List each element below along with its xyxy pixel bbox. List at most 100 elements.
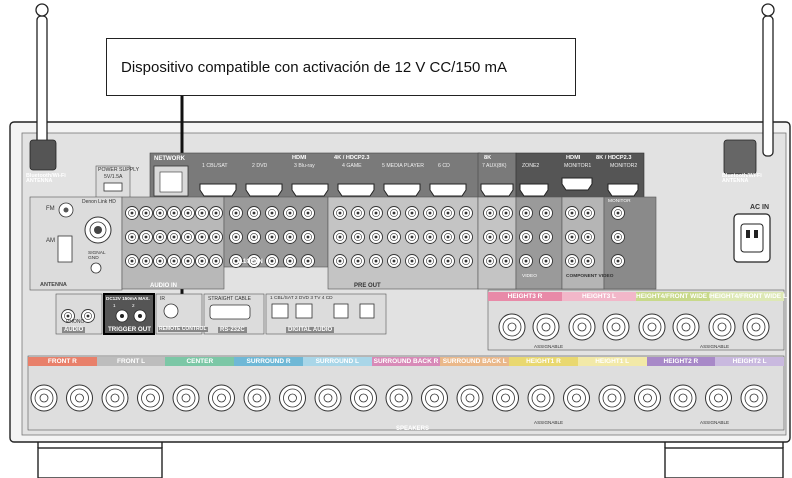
speaker-terminal — [740, 384, 768, 412]
speaker-terminal — [101, 384, 129, 412]
rca-jack — [283, 206, 297, 220]
rca-jack — [125, 254, 139, 268]
rca-jack — [499, 230, 513, 244]
antenna-right — [723, 3, 775, 175]
rca-jack — [333, 230, 347, 244]
speaker-terminal — [532, 313, 560, 341]
ir-label: IR — [160, 296, 165, 302]
rca-jack — [565, 230, 579, 244]
hdmi-monitor2: MONITOR2 — [610, 163, 638, 169]
digital-audio-label: DIGITAL AUDIO — [286, 327, 335, 333]
rca-jack — [181, 254, 195, 268]
rca-jack — [125, 230, 139, 244]
remote-control-label: REMOTE CONTROL — [158, 326, 208, 332]
rca-jack — [423, 230, 437, 244]
speaker-channel-label: HEIGHT1 L — [577, 357, 647, 366]
rs232c-label: RS-232C — [218, 327, 247, 333]
rca-jack — [369, 206, 383, 220]
rca-jack — [229, 230, 243, 244]
rca-jack — [139, 230, 153, 244]
assignable-lower-1: ASSIGNABLE — [534, 420, 564, 425]
speaker-channel-text: FRONT R — [47, 358, 77, 365]
rca-jack — [539, 206, 553, 220]
trigger-num-2: 2 — [132, 303, 135, 308]
rca-jack — [483, 230, 497, 244]
rca-jack — [265, 206, 279, 220]
hdmi-input-6: 6 CD — [438, 163, 450, 169]
rca-jack — [369, 254, 383, 268]
rca-jack — [519, 230, 533, 244]
foot-left — [37, 447, 163, 478]
speaker-channel-label: HEIGHT3 L — [562, 292, 636, 301]
speaker-terminal — [243, 384, 271, 412]
rca-jack — [301, 254, 315, 268]
rca-jack — [387, 254, 401, 268]
speaker-terminal — [708, 313, 736, 341]
power-supply-label: POWER SUPPLY — [98, 167, 140, 173]
hdmi-input-3: 3 Blu-ray — [294, 163, 315, 169]
rca-jack — [181, 230, 195, 244]
rca-jack — [247, 230, 261, 244]
rca-jack — [139, 254, 153, 268]
rca-jack — [209, 254, 223, 268]
hdmi-out-header-extra: 8K / HDCP2.3 — [596, 155, 632, 161]
rca-jack — [565, 254, 579, 268]
rca-jack — [459, 254, 473, 268]
rca-jack — [611, 254, 625, 268]
speaker-terminal — [172, 384, 200, 412]
assignable-upper-2: ASSIGNABLE — [700, 344, 730, 349]
rca-jack — [247, 206, 261, 220]
audio-in-label: AUDIO IN — [150, 283, 177, 289]
rca-jack — [441, 230, 455, 244]
hdmi-8k-label: 8K — [484, 155, 492, 161]
antenna-left-label: Bluetooth/Wi-Fi ANTENNA — [26, 173, 66, 185]
speaker-terminal — [742, 313, 770, 341]
rca-jack — [265, 254, 279, 268]
rca-jack — [519, 254, 533, 268]
rca-jack — [153, 254, 167, 268]
speaker-channel-label: FRONT R — [28, 357, 97, 366]
hdmi-zone2: ZONE2 — [522, 163, 540, 169]
rca-jack — [387, 230, 401, 244]
antenna-left — [29, 3, 57, 171]
rca-jack — [483, 206, 497, 220]
rca-jack — [229, 206, 243, 220]
speakers-label: SPEAKERS — [396, 426, 430, 432]
rca-jack — [405, 206, 419, 220]
speaker-terminal — [638, 313, 666, 341]
speaker-channel-label: SURROUND BACK R — [371, 357, 441, 366]
rca-jack — [423, 206, 437, 220]
pre-out-label: PRE OUT — [354, 283, 381, 289]
speaker-terminal — [492, 384, 519, 412]
trigger-spec: DC12V 150mA MAX. — [106, 296, 150, 301]
assignable-upper-1: ASSIGNABLE — [534, 344, 564, 349]
rca-jack — [351, 206, 365, 220]
usb-port — [103, 182, 123, 192]
speaker-terminal — [350, 384, 377, 412]
denon-link-label: Denon Link HD — [82, 199, 116, 205]
hdmi-in-header: HDMI — [292, 155, 307, 161]
speaker-channel-text: HEIGHT4/FRONT WIDE L — [710, 293, 787, 300]
power-supply-sub: 5V/1.5A — [104, 174, 123, 180]
component-label: COMPONENT VIDEO — [566, 274, 614, 279]
rca-jack — [539, 230, 553, 244]
speaker-channel-text: SURROUND L — [315, 358, 359, 365]
assignable-lower-2: ASSIGNABLE — [700, 420, 730, 425]
phono-jack-r — [81, 309, 95, 323]
speaker-terminal — [30, 384, 58, 412]
rca-jack — [167, 206, 181, 220]
rs232c-sub: STRAIGHT CABLE — [208, 296, 251, 302]
rca-jack — [167, 254, 181, 268]
hdmi-monitor1: MONITOR1 — [564, 163, 592, 169]
speaker-terminal — [314, 384, 342, 412]
speaker-channel-label: SURROUND BACK L — [440, 357, 510, 366]
signal-gnd-label: SIGNAL GND — [88, 251, 106, 261]
rca-jack — [301, 230, 315, 244]
speaker-channel-label: HEIGHT1 R — [509, 357, 578, 366]
am-terminal — [57, 235, 73, 263]
rca-jack — [229, 254, 243, 268]
speaker-terminal — [563, 384, 590, 412]
rca-jack — [519, 206, 533, 220]
